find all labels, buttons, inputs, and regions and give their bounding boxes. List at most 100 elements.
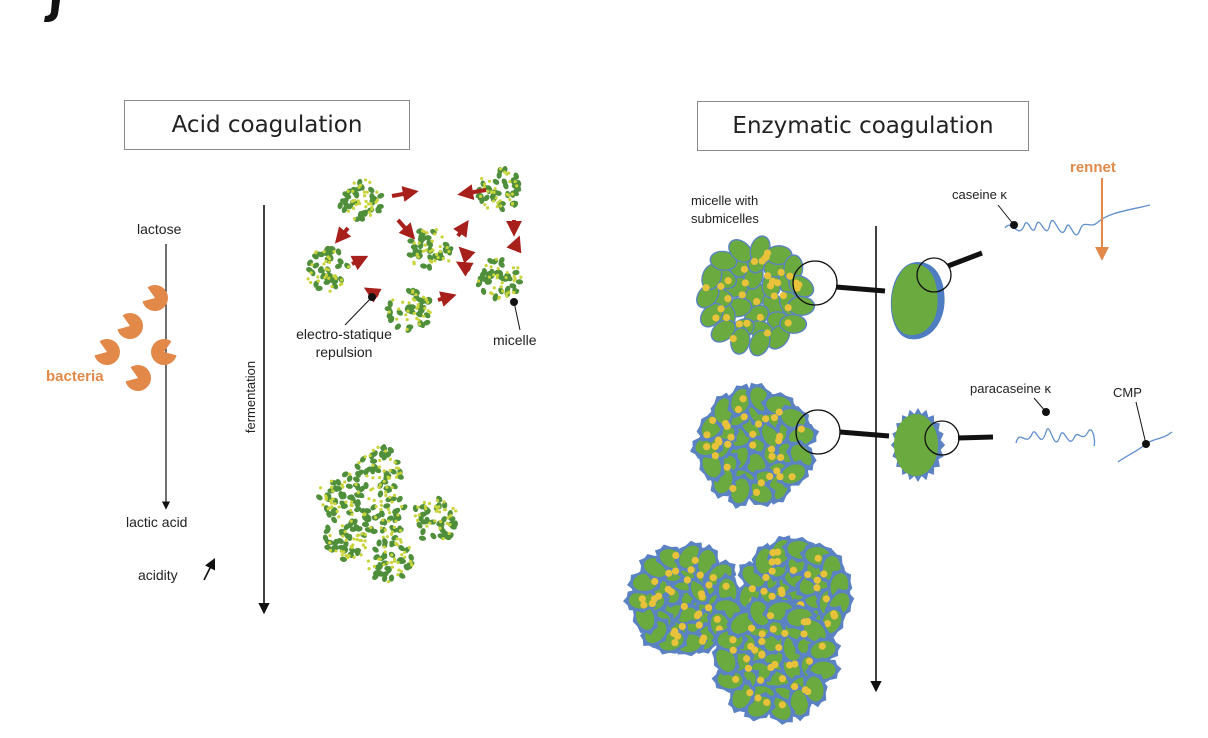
calcium-phosphate: [763, 698, 771, 707]
submicelle: [498, 261, 505, 268]
calcium-dot: [476, 279, 481, 283]
calcium-dot: [392, 559, 397, 563]
calcium-dot: [385, 535, 389, 539]
submicelle: [376, 539, 382, 547]
calcium-phosphate: [672, 551, 680, 560]
submicelle: [396, 495, 403, 503]
repulsion-arrow: [457, 184, 487, 201]
submicelle: [480, 287, 487, 295]
calcium-phosphate: [747, 624, 756, 632]
electro-pointer-dot: [368, 293, 376, 301]
zoom-circle-1: [792, 260, 838, 306]
submicelle: [389, 540, 396, 548]
repulsion-arrow: [391, 186, 419, 202]
calcium-dot: [383, 550, 387, 554]
submicelle: [330, 276, 336, 284]
calcium-dot: [399, 569, 403, 573]
calcium-phosphate: [703, 431, 711, 439]
micelle-pointer-dot: [510, 298, 518, 306]
electro-label: electro-statique repulsion: [280, 325, 408, 361]
calcium-phosphate: [750, 257, 759, 266]
calcium-dot: [329, 499, 333, 503]
submicelle: [766, 246, 792, 264]
submicelle: [768, 325, 789, 349]
calcium-dot: [376, 445, 380, 449]
calcium-dot: [382, 469, 386, 473]
calcium-dot: [485, 206, 490, 210]
calcium-dot: [369, 202, 373, 206]
calcium-dot: [505, 270, 509, 275]
micelle: [475, 257, 524, 302]
calcium-dot: [382, 545, 386, 549]
submicelle: [326, 510, 332, 518]
calcium-dot: [508, 180, 512, 184]
calcium-phosphate: [822, 595, 830, 603]
calcium-dot: [515, 184, 519, 188]
submicelle: [341, 471, 349, 478]
fermentation-label: fermentation: [243, 360, 258, 434]
submicelle: [513, 172, 519, 180]
calcium-dot: [390, 485, 394, 490]
calcium-dot: [360, 532, 364, 536]
calcium-phosphate: [655, 592, 663, 600]
calcium-dot: [332, 250, 336, 254]
calcium-dot: [369, 488, 373, 492]
calcium-phosphate: [709, 574, 717, 582]
submicelle: [323, 505, 330, 513]
large-micelle: [696, 235, 816, 357]
caseine-pointer-dot: [1010, 221, 1018, 229]
calcium-phosphate: [777, 268, 785, 277]
calcium-dot: [516, 266, 520, 270]
calcium-dot: [425, 231, 429, 235]
calcium-dot: [373, 515, 378, 520]
calcium-dot: [451, 506, 455, 511]
submicelle: [731, 613, 754, 634]
calcium-phosphate: [764, 272, 772, 280]
calcium-dot: [435, 507, 439, 511]
lactic-acid-label: lactic acid: [126, 514, 188, 530]
calcium-dot: [396, 560, 400, 565]
submicelle: [420, 263, 428, 269]
submicelle: [702, 264, 722, 289]
calcium-dot: [379, 526, 383, 530]
submicelle: [714, 398, 733, 424]
calcium-dot: [368, 180, 372, 184]
submicelle: [381, 574, 388, 583]
submicelle: [441, 516, 447, 523]
calcium-dot: [411, 289, 415, 293]
calcium-phosphate: [711, 442, 719, 450]
calcium-dot: [386, 507, 391, 512]
submicelle: [354, 499, 361, 506]
submicelle: [383, 503, 391, 509]
calcium-dot: [363, 178, 368, 182]
calcium-dot: [367, 202, 371, 206]
submicelle: [805, 676, 824, 702]
calcium-dot: [379, 503, 384, 508]
submicelle: [384, 306, 392, 312]
submicelle: [387, 446, 394, 454]
calcium-dot: [443, 508, 447, 512]
calcium-dot: [363, 546, 367, 550]
calcium-phosphate: [768, 592, 776, 600]
calcium-dot: [436, 255, 440, 260]
calcium-dot: [417, 513, 421, 517]
calcium-dot: [513, 180, 517, 184]
submicelle: [512, 189, 519, 197]
submicelle: [711, 252, 736, 270]
submicelle: [420, 528, 426, 536]
calcium-dot: [415, 316, 419, 321]
calcium-dot: [382, 563, 386, 567]
calcium-dot: [381, 535, 385, 539]
calcium-phosphate: [762, 573, 770, 582]
calcium-dot: [505, 172, 509, 176]
submicelle: [313, 280, 319, 288]
calcium-phosphate: [740, 265, 749, 273]
micelle-submicelles-line1: micelle with: [691, 193, 759, 208]
submicelle: [430, 532, 437, 540]
calcium-dot: [342, 550, 346, 554]
submicelle: [353, 547, 362, 554]
calcium-phosphate: [738, 291, 746, 299]
calcium-dot: [417, 241, 421, 245]
calcium-phosphate: [775, 644, 783, 652]
